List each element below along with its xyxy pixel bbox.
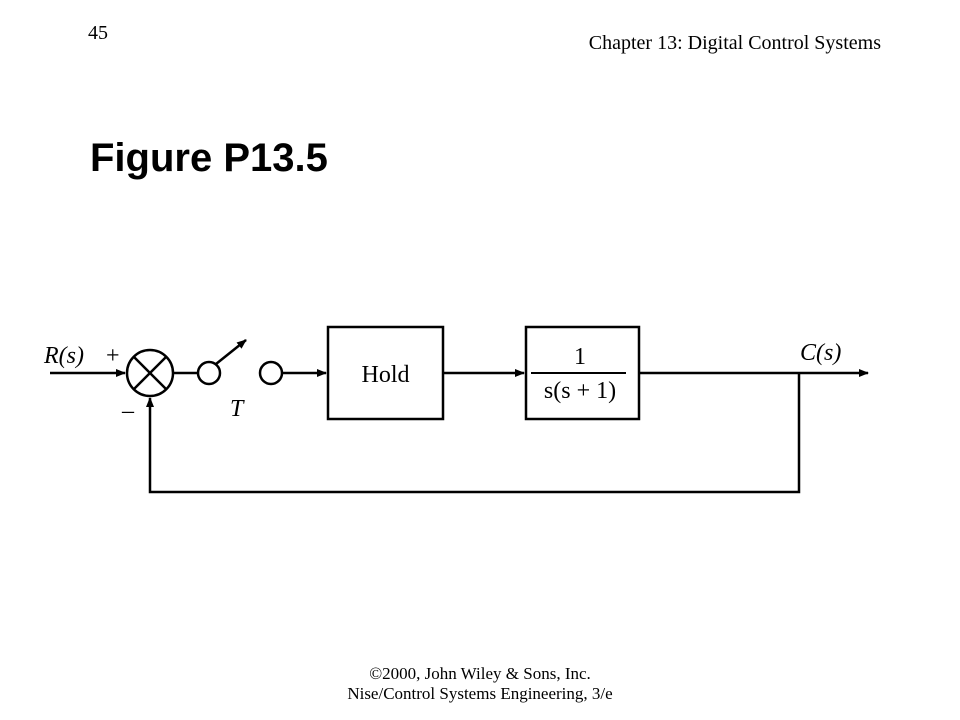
feedback-sign: – — [121, 398, 135, 424]
output-label: C(s) — [800, 340, 841, 366]
plant-denominator: s(s + 1) — [544, 378, 616, 404]
page-number: 45 — [88, 22, 108, 44]
copyright-line: ©2000, John Wiley & Sons, Inc. — [369, 664, 591, 683]
book-reference-line: Nise/Control Systems Engineering, 3/e — [347, 684, 613, 703]
sampler-switch — [196, 339, 284, 386]
sampler-label: T — [230, 396, 245, 422]
hold-block — [326, 325, 445, 421]
figure-title: Figure P13.5 — [90, 136, 328, 180]
plant-numerator: 1 — [574, 344, 586, 370]
summing-junction — [125, 348, 175, 398]
chapter-title: Chapter 13: Digital Control Systems — [588, 32, 881, 54]
input-label: R(s) — [43, 343, 84, 369]
feedback-path — [146, 373, 801, 494]
input-sign: + — [106, 343, 120, 369]
hold-label: Hold — [362, 362, 410, 388]
